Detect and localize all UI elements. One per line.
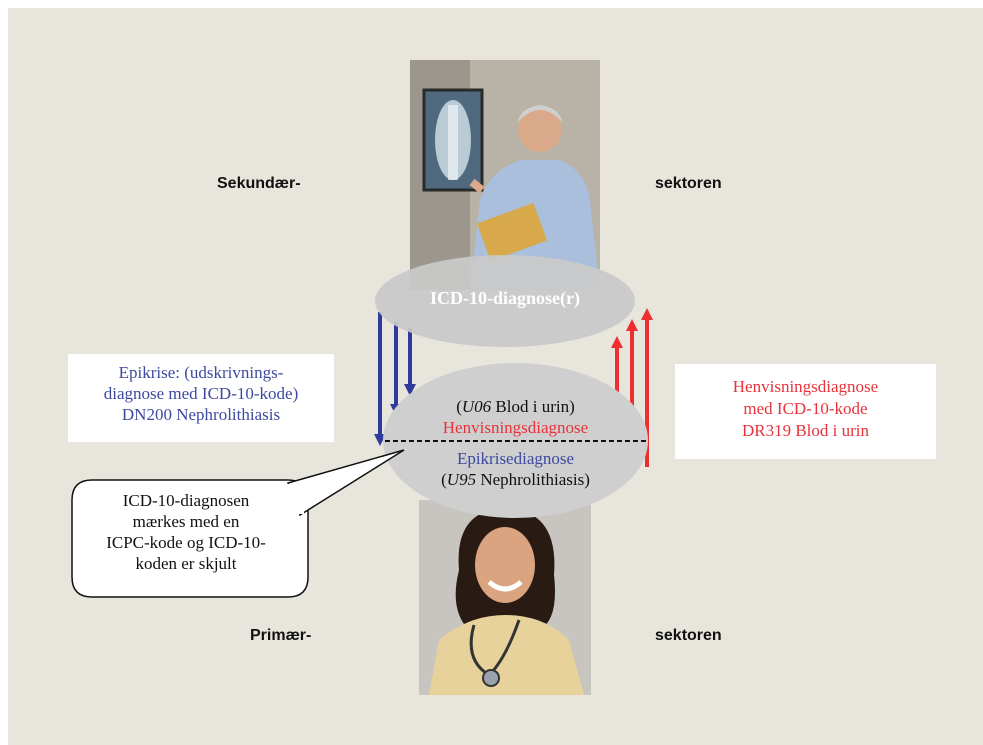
discharge-summary-box: Epikrise: (udskrivnings- diagnose med IC… bbox=[68, 354, 334, 442]
open-paren: ( bbox=[441, 470, 447, 489]
discharge-diagnosis-label: Epikrisediagnose bbox=[456, 449, 575, 468]
speech-bubble-tail bbox=[287, 449, 405, 517]
red-arrowhead-1 bbox=[611, 336, 623, 348]
referral-box-line-1: Henvisningsdiagnose bbox=[732, 377, 879, 396]
referral-diagnosis-box: Henvisningsdiagnose med ICD-10-kode DR31… bbox=[675, 364, 936, 459]
nurse-photo bbox=[419, 500, 591, 695]
bubble-line-2: mærkes med en bbox=[132, 512, 240, 531]
icpc-code-u95: U95 bbox=[446, 470, 477, 489]
referral-box-line-3: DR319 Blod i urin bbox=[741, 421, 870, 440]
open-paren: ( bbox=[456, 397, 462, 416]
referral-code-text: Blod i urin) bbox=[491, 397, 575, 416]
bubble-line-4: koden er skjult bbox=[135, 554, 237, 573]
icd10-ellipse bbox=[375, 255, 635, 347]
discharge-code-text: Nephrolithiasis) bbox=[476, 470, 590, 489]
icd10-diagnosis-title: ICD-10-diagnose(r) bbox=[430, 288, 580, 308]
referral-code-line: (U06 Blod i urin) bbox=[383, 397, 648, 417]
primary-sector-right-label: sektoren bbox=[655, 627, 722, 644]
referral-diagnosis-label: Henvisningsdiagnose bbox=[442, 418, 589, 437]
bubble-line-3: ICPC-kode og ICD-10- bbox=[106, 533, 266, 552]
speech-bubble-text: ICD-10-diagnosen mærkes med en ICPC-kode… bbox=[70, 490, 302, 574]
secondary-sector-left-label: Sekundær- bbox=[217, 175, 301, 192]
red-arrowhead-3 bbox=[641, 308, 653, 320]
discharge-code-line: (U95 Nephrolithiasis) bbox=[383, 470, 648, 490]
primary-sector-left-label: Primær- bbox=[250, 627, 312, 644]
discharge-box-line-1: Epikrise: (udskrivnings- bbox=[118, 363, 284, 382]
red-arrowhead-2 bbox=[626, 319, 638, 331]
discharge-box-line-2: diagnose med ICD-10-kode) bbox=[103, 384, 299, 403]
icpc-code-u06: U06 bbox=[461, 397, 492, 416]
discharge-box-line-3: DN200 Nephrolithiasis bbox=[121, 405, 281, 424]
blue-arrowhead-3 bbox=[404, 384, 416, 396]
bubble-line-1: ICD-10-diagnosen bbox=[122, 491, 250, 510]
secondary-sector-right-label: sektoren bbox=[655, 175, 722, 192]
referral-box-line-2: med ICD-10-kode bbox=[743, 399, 868, 418]
